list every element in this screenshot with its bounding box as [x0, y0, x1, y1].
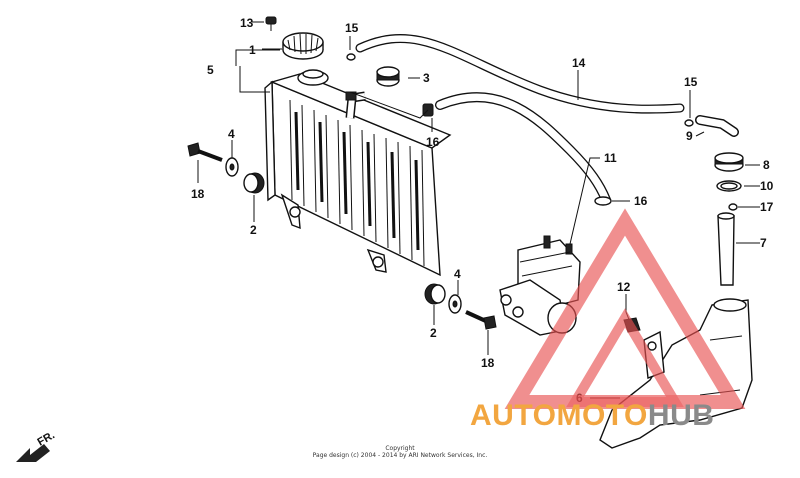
label-17: 17 — [760, 200, 774, 214]
seal-3 — [376, 66, 400, 87]
label-14: 14 — [572, 56, 586, 70]
label-15b: 15 — [684, 75, 698, 89]
front-direction-arrow: FR. — [16, 429, 57, 462]
label-16b: 16 — [634, 194, 648, 208]
copyright-title: Copyright — [385, 445, 415, 452]
elbow-fitting-9 — [695, 115, 739, 137]
label-2a: 2 — [250, 223, 257, 237]
label-2b: 2 — [430, 326, 437, 340]
watermark-text: AUTOMOTOHUB — [470, 399, 714, 432]
washer-4-right — [448, 294, 462, 314]
label-1: 1 — [249, 43, 256, 57]
hose-11 — [435, 92, 611, 205]
label-5: 5 — [207, 63, 214, 77]
radiator-cap — [282, 32, 324, 60]
label-4b: 4 — [454, 267, 461, 281]
copyright-notice: Page design (c) 2004 - 2014 by ARI Netwo… — [313, 452, 488, 459]
grommet-2-left — [243, 172, 265, 194]
label-9: 9 — [686, 129, 693, 143]
watermark-part-hub: HUB — [648, 399, 715, 432]
hose-clip-16b — [594, 196, 612, 206]
label-7: 7 — [760, 236, 767, 250]
overflow-hose-14 — [355, 34, 685, 114]
tank-cap-8 — [714, 152, 744, 172]
watermark-part-moto: MOTO — [556, 399, 647, 432]
label-15a: 15 — [345, 21, 359, 35]
tube-7 — [717, 212, 735, 286]
front-direction-label: FR. — [36, 429, 57, 448]
bolt-18-left — [187, 142, 223, 162]
label-13: 13 — [240, 16, 254, 30]
label-18a: 18 — [191, 187, 205, 201]
hose-clip-15a — [346, 53, 356, 61]
washer-4-left — [225, 157, 239, 177]
gasket-10 — [716, 180, 742, 192]
label-3: 3 — [423, 71, 430, 85]
label-12: 12 — [617, 280, 631, 294]
label-11: 11 — [604, 151, 617, 165]
watermark-logo — [504, 208, 746, 409]
bolt-18-right — [465, 310, 497, 330]
label-18b: 18 — [481, 356, 495, 370]
hose-clip-15b — [684, 119, 694, 127]
clip-17 — [728, 203, 738, 211]
screw-13 — [265, 16, 277, 31]
label-16a: 16 — [426, 135, 440, 149]
watermark-part-auto: AUTO — [470, 399, 556, 432]
label-10: 10 — [760, 179, 774, 193]
label-4a: 4 — [228, 127, 235, 141]
label-8: 8 — [763, 158, 770, 172]
grommet-2-right — [424, 283, 446, 305]
radiator — [264, 69, 452, 277]
